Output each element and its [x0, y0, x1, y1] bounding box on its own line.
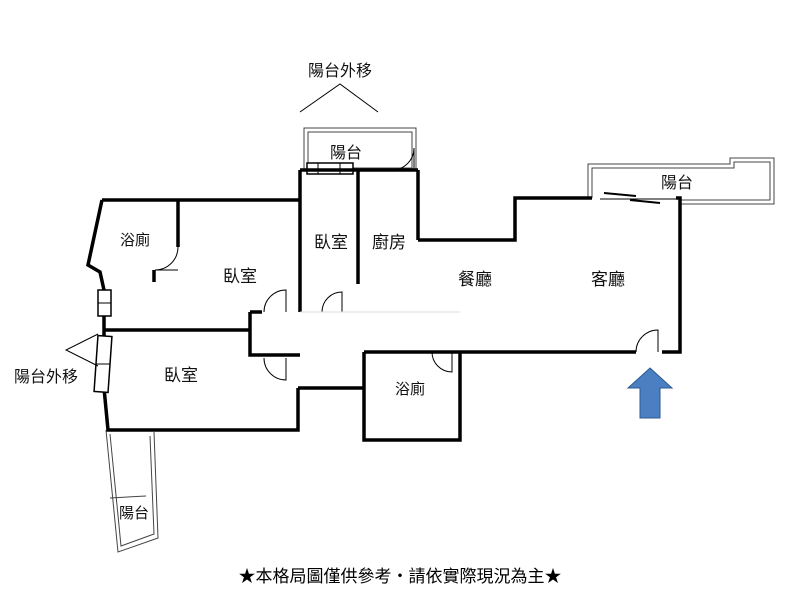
- bottom-balcony: [105, 429, 159, 553]
- bedroom-left-label: 臥室: [223, 267, 257, 287]
- left-windows: [93, 289, 113, 394]
- living-label: 客廳: [591, 270, 625, 290]
- up-arrow-icon: [626, 367, 674, 419]
- balcony-move-left-pointer: [64, 333, 99, 367]
- doors: [154, 147, 659, 381]
- disclaimer-note: ★本格局圖僅供參考‧請依實際現況為主★: [238, 567, 562, 587]
- balcony-right-label: 陽台: [661, 173, 693, 192]
- kitchen-label: 廚房: [372, 232, 406, 253]
- balcony-move-top-label: 陽台外移: [308, 61, 372, 80]
- balcony-top-label: 陽台: [330, 143, 362, 162]
- walls: [86, 168, 682, 442]
- bedroom-small-label: 臥室: [314, 233, 348, 253]
- bedroom-bottom-label: 臥室: [164, 366, 198, 386]
- balcony-move-left-label: 陽台外移: [14, 367, 78, 386]
- balcony-bottom-label: 陽台: [119, 504, 149, 522]
- balcony-move-top-pointer: [299, 83, 379, 113]
- dining-label: 餐廳: [458, 270, 492, 290]
- right-balcony: [587, 157, 775, 205]
- bath-center-label: 浴廁: [395, 380, 425, 398]
- bath-left-label: 浴廁: [120, 231, 150, 249]
